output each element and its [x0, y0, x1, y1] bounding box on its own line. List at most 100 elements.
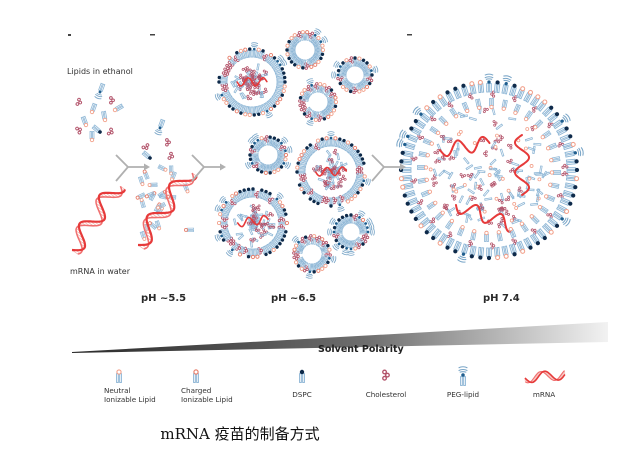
- ph-label-stage-2: pH ~6.5: [271, 293, 316, 304]
- peg-molecule: [320, 254, 337, 264]
- dspc-molecule: [556, 126, 569, 136]
- lipid-head: [451, 187, 456, 192]
- lipid-tail: [465, 197, 472, 206]
- lipid-head: [529, 164, 534, 168]
- neutral-molecule: [139, 198, 146, 209]
- cholesterol-molecule: [483, 150, 488, 157]
- cholesterol-molecule: [470, 195, 477, 201]
- neutral-molecule: [437, 232, 449, 246]
- lipid-tail: [532, 145, 536, 154]
- cholesterol-molecule: [327, 158, 334, 164]
- dspc-molecule: [248, 152, 259, 158]
- neutral-molecule: [516, 240, 526, 254]
- empty-micelle: [245, 133, 293, 175]
- dspc-molecule: [323, 88, 334, 98]
- charged-molecule: [292, 247, 304, 254]
- neutral-molecule: [434, 210, 445, 221]
- cholesterol-molecule: [235, 243, 242, 251]
- cholesterol-molecule: [432, 181, 438, 187]
- peg-molecule: [276, 145, 293, 155]
- lipid-head: [537, 177, 542, 182]
- dspc-molecule: [361, 77, 372, 86]
- lipid-tail: [530, 202, 539, 206]
- cholesterol-molecule: [109, 96, 115, 105]
- lipid-tail: [517, 201, 526, 208]
- neutral-molecule: [89, 102, 98, 115]
- neutral-molecule: [540, 130, 552, 140]
- mrna-loaded-particle: [214, 42, 288, 119]
- lipid-tail: [489, 167, 498, 171]
- lipid-tail: [524, 137, 533, 142]
- cholesterol-molecule: [75, 126, 82, 135]
- top-artifacts: [68, 34, 412, 36]
- neutral-molecule: [523, 89, 534, 103]
- peg-molecule: [214, 89, 231, 101]
- neutral-molecule: [80, 115, 89, 128]
- cholesterol-molecule: [299, 176, 307, 182]
- cholesterol-molecule: [226, 236, 234, 243]
- neutral-molecule: [513, 103, 522, 115]
- neutral-molecule: [556, 204, 570, 215]
- cholesterol-molecule: [268, 224, 276, 229]
- neutral-molecule: [218, 212, 229, 219]
- cholesterol-molecule: [331, 196, 338, 205]
- dspc-molecule: [565, 158, 579, 166]
- lipid-tail: [438, 169, 446, 177]
- neutral-molecule: [529, 94, 541, 108]
- neutral-molecule: [344, 58, 353, 69]
- mrna-loaded-particle: [295, 131, 371, 212]
- lipid-head: [493, 145, 498, 149]
- mrna-helix: [71, 185, 126, 255]
- lipid-head: [472, 141, 477, 145]
- neutral-molecule: [147, 182, 158, 188]
- dspc-molecule: [477, 246, 485, 260]
- cholesterol-molecule: [504, 195, 511, 202]
- cholesterol-molecule: [221, 86, 229, 93]
- mrna-strand: [439, 135, 491, 158]
- mrna-lipid-complex: [135, 164, 198, 250]
- lipid-tail: [473, 181, 478, 190]
- dspc-molecule: [250, 187, 256, 198]
- ph-label-stage-3: pH 7.4: [483, 293, 520, 304]
- neutral-molecule: [418, 151, 430, 158]
- neutral-molecule: [501, 99, 508, 111]
- cholesterol-molecule: [259, 222, 266, 229]
- dspc-molecule: [402, 189, 416, 198]
- dspc-molecule: [409, 204, 422, 214]
- dspc-molecule: [303, 235, 311, 246]
- cholesterol-molecule: [331, 165, 337, 172]
- solvent-polarity-gradient: [72, 322, 608, 353]
- cholesterol-molecule: [355, 165, 364, 172]
- lipid-tail: [482, 189, 490, 197]
- lnp-core: [427, 108, 551, 232]
- dspc-molecule: [445, 90, 455, 103]
- legend-item-dspc: DSPC: [292, 369, 312, 399]
- lipid-tail: [456, 185, 465, 190]
- dspc-molecule: [566, 167, 580, 173]
- charged-molecule: [184, 227, 194, 233]
- legend-label: Charged: [181, 386, 211, 395]
- neutral-molecule: [243, 105, 250, 117]
- dspc-molecule: [336, 68, 348, 75]
- neutral-molecule: [438, 115, 449, 126]
- charged-molecule: [308, 56, 318, 67]
- lipid-tail: [462, 157, 470, 165]
- cholesterol-molecule: [305, 111, 312, 119]
- neutral-molecule: [344, 190, 354, 202]
- cholesterol-molecule: [315, 235, 321, 243]
- neutral-molecule: [182, 183, 190, 194]
- peg-molecule: [312, 35, 328, 48]
- mrna-loaded-particle: [214, 187, 290, 260]
- dspc-molecule: [562, 189, 576, 198]
- cholesterol-molecule: [308, 31, 314, 39]
- merge-arrows: [115, 154, 406, 182]
- neutral-molecule: [424, 105, 437, 118]
- lipid-tail: [432, 168, 438, 177]
- legend-label-line2: Ionizable Lipid: [104, 395, 156, 404]
- cholesterol-molecule: [167, 151, 175, 160]
- neutral-molecule: [470, 229, 477, 241]
- neutral-molecule: [398, 174, 413, 182]
- charged-molecule: [315, 237, 325, 248]
- mrna-strand: [236, 76, 268, 87]
